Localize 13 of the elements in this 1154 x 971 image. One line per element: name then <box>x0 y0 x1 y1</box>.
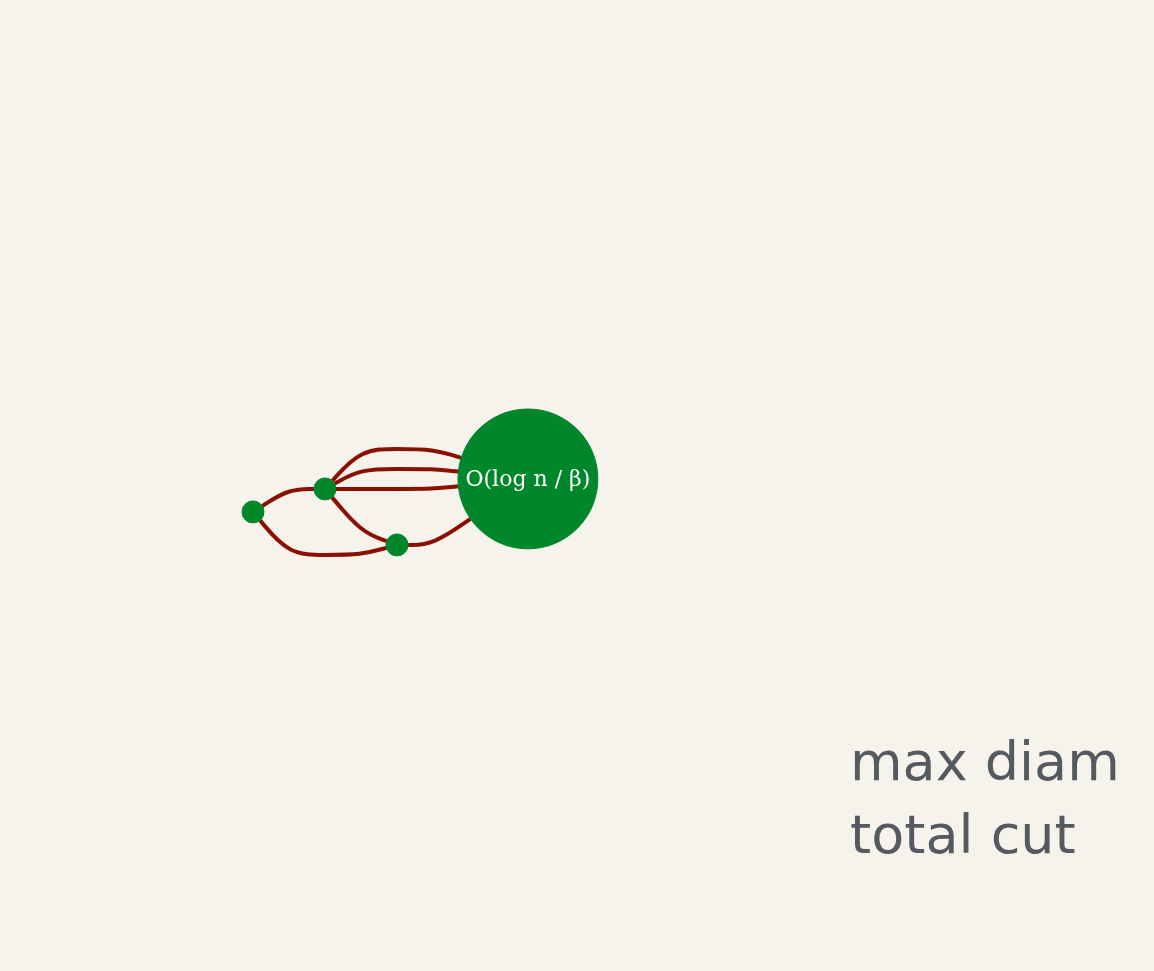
node-circle <box>241 500 265 524</box>
note-text: max diam <box>850 730 1121 793</box>
node-circle: O(log n / β) <box>457 408 599 550</box>
connector <box>261 486 315 508</box>
node-circle <box>313 477 337 501</box>
note-text: total cut <box>850 803 1077 866</box>
connector <box>336 484 459 491</box>
connector <box>330 495 388 543</box>
connector <box>333 466 459 486</box>
connector <box>408 516 472 547</box>
node-circle <box>385 533 409 557</box>
connector <box>330 446 462 482</box>
connector <box>258 518 387 557</box>
